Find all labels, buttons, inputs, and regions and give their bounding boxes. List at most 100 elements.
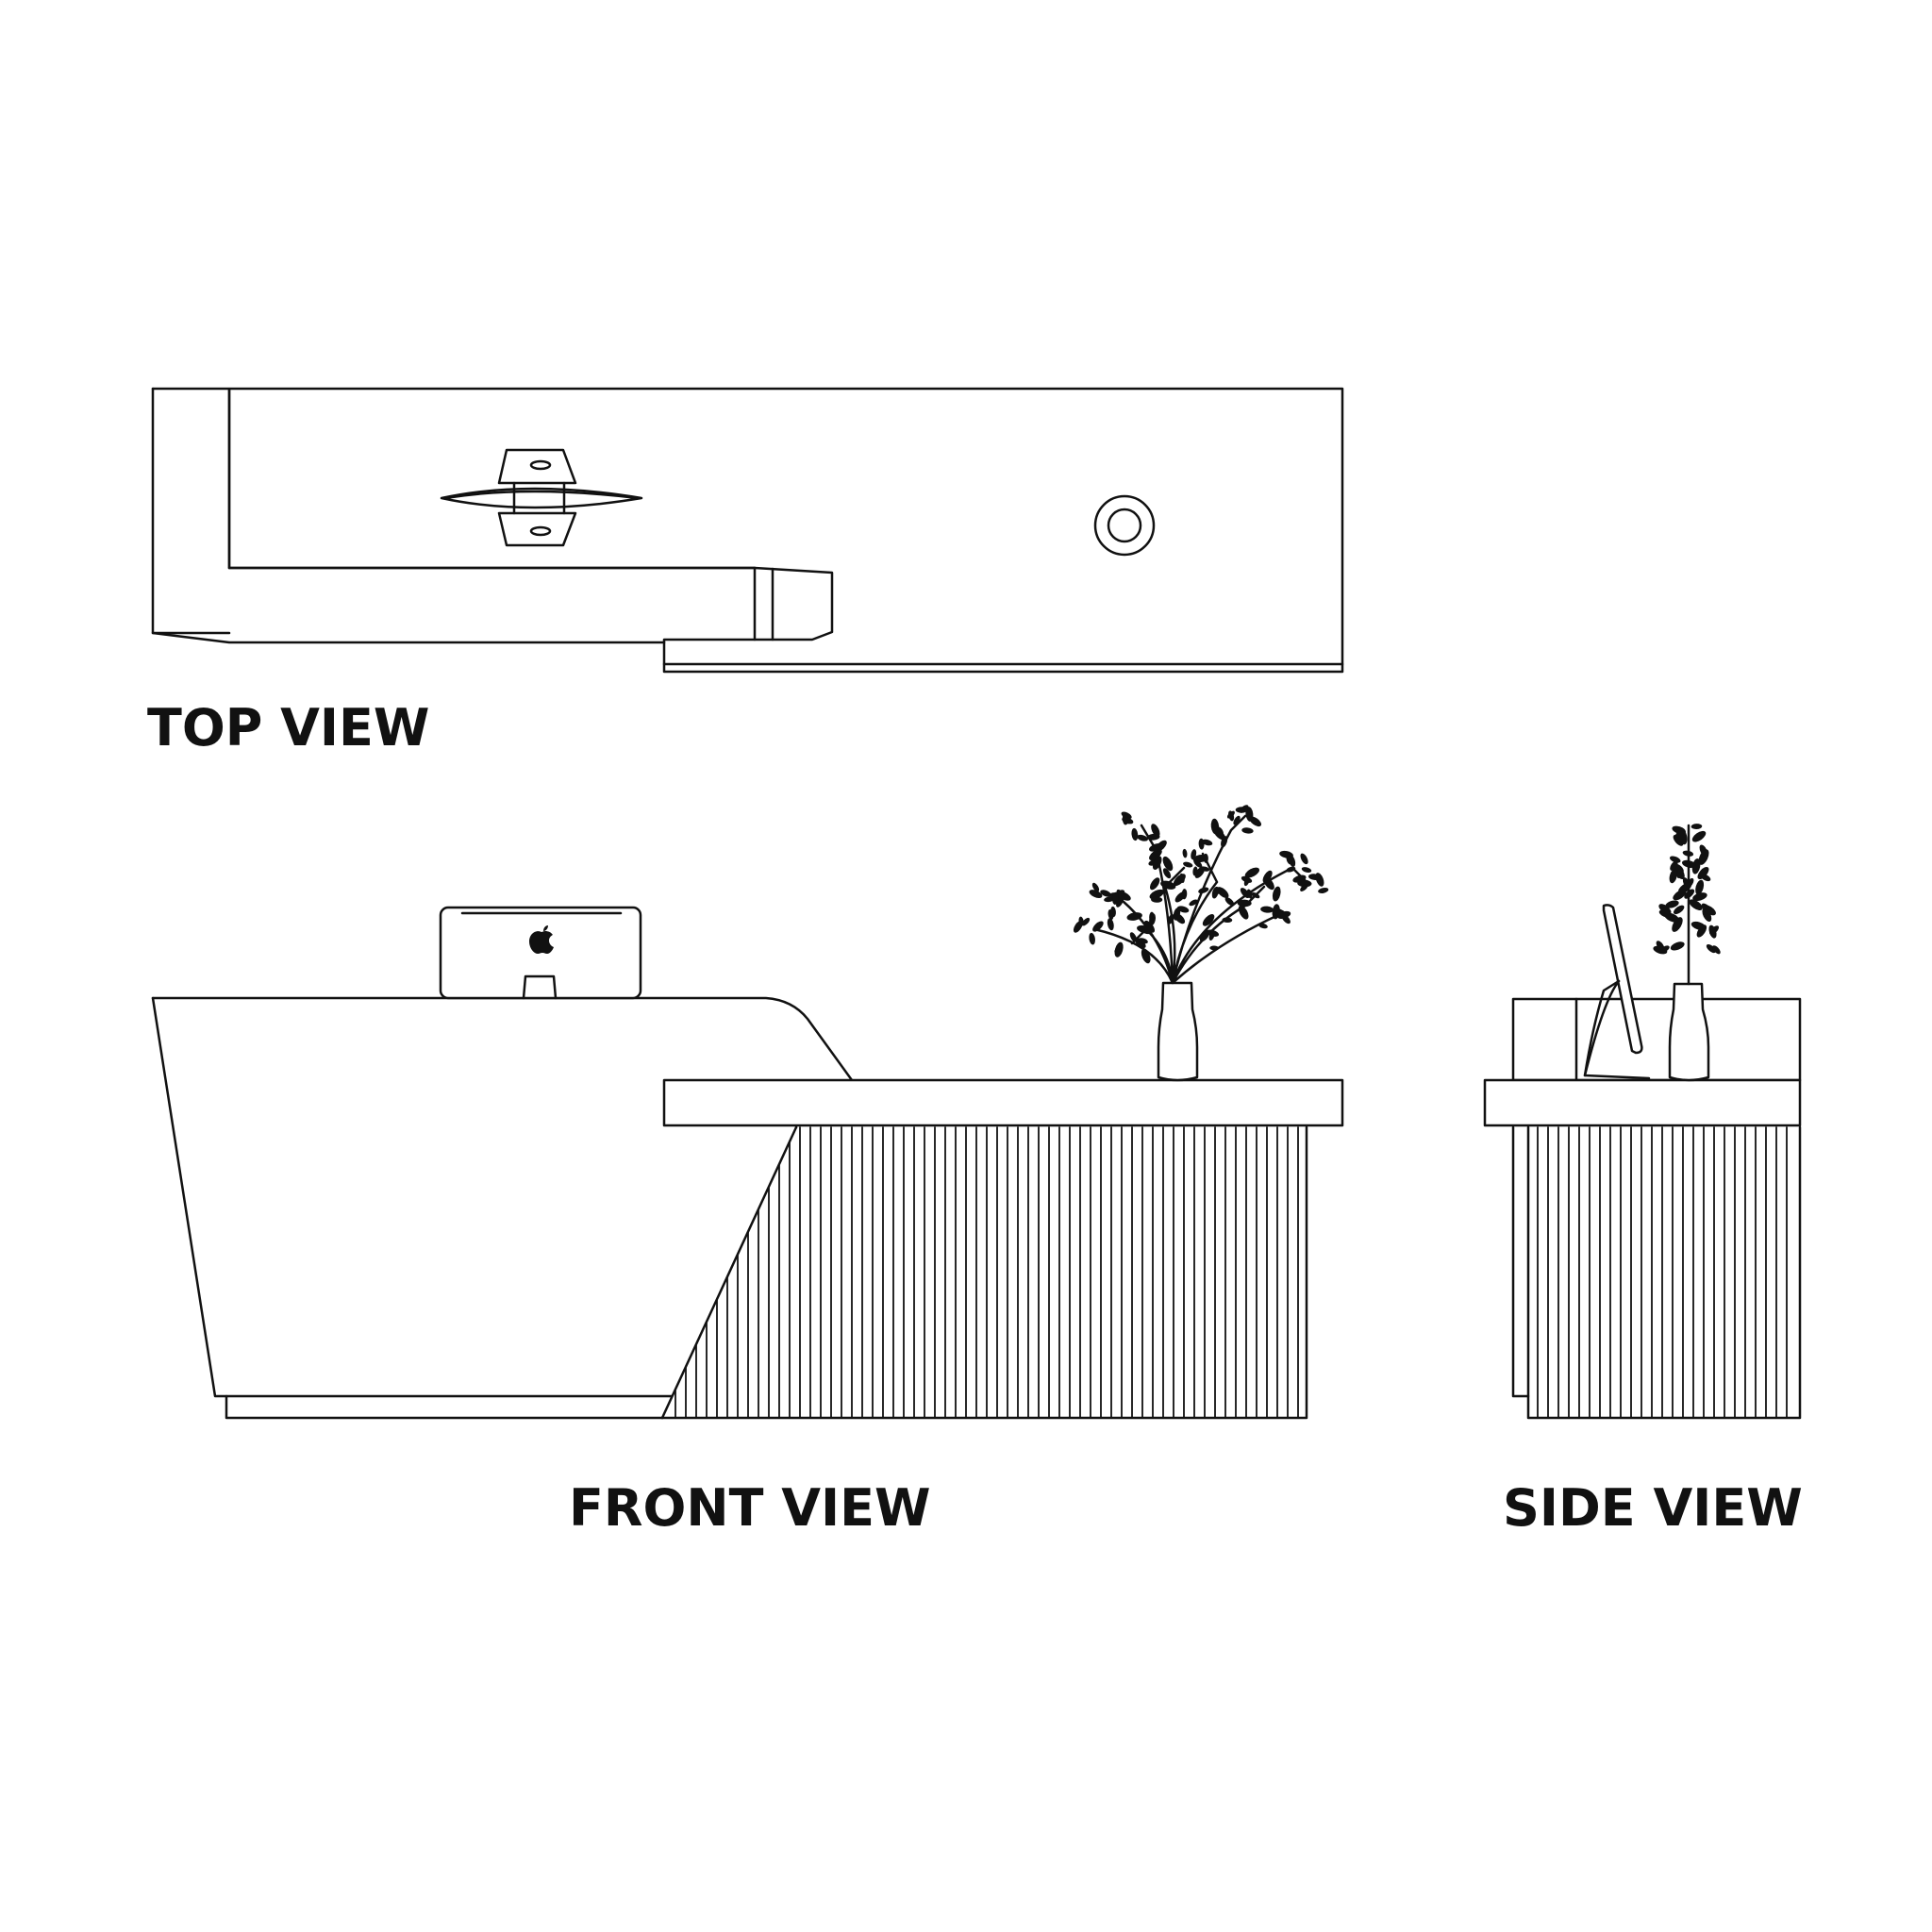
leaf-mark: [1107, 918, 1114, 931]
leaf-mark: [1238, 905, 1249, 920]
leaf-mark: [1315, 873, 1324, 887]
leaf-mark: [1682, 859, 1696, 869]
apple-logo-icon: [529, 925, 554, 954]
leaf-mark: [1233, 815, 1241, 825]
leaf-mark: [1198, 887, 1209, 894]
leaf-mark: [1664, 912, 1679, 923]
side-view-slats: [1538, 1127, 1787, 1418]
side-view-upper-panel: [1513, 999, 1800, 1080]
leaf-mark: [1174, 912, 1186, 924]
leaf-mark: [1213, 888, 1224, 895]
leaf-mark: [1110, 906, 1116, 918]
leaf-mark: [1695, 879, 1705, 895]
leaf-mark: [1684, 889, 1695, 899]
leaf-mark: [1708, 924, 1717, 939]
leaf-mark: [1224, 897, 1235, 907]
leaf-mark: [1192, 866, 1198, 876]
front-view-monitor: [441, 908, 641, 998]
leaf-mark: [1712, 945, 1721, 955]
leaf-mark: [1121, 811, 1132, 820]
leaf-mark: [1207, 929, 1220, 937]
leaf-mark: [1260, 906, 1274, 913]
leaf-mark: [1700, 874, 1711, 882]
front-view-plinth: [226, 1396, 662, 1418]
leaf-mark: [1277, 910, 1291, 920]
leaf-mark: [1167, 913, 1174, 924]
leaf-mark: [1279, 850, 1293, 858]
side-view-plant: [1653, 824, 1721, 1080]
leaf-mark: [1318, 887, 1329, 893]
leaf-mark: [1300, 853, 1308, 865]
top-view-label: TOP VIEW: [147, 698, 430, 758]
leaf-mark: [1251, 891, 1260, 899]
front-view-high-counter-side: [153, 998, 672, 1396]
leaf-mark: [1658, 904, 1672, 915]
leaf-mark: [1162, 856, 1174, 872]
leaf-mark: [1209, 945, 1220, 951]
leaf-mark: [1183, 861, 1193, 868]
leaf-mark: [1179, 873, 1185, 883]
leaf-mark: [1300, 884, 1308, 891]
leaf-mark: [1150, 877, 1160, 891]
leaf-mark: [1141, 948, 1151, 964]
leaf-mark: [1241, 827, 1254, 834]
leaf-mark: [1149, 849, 1162, 861]
leaf-mark: [1272, 886, 1281, 902]
leaf-mark: [1202, 914, 1215, 926]
leaf-mark: [1673, 905, 1685, 915]
leaf-mark: [1160, 880, 1176, 890]
side-view-base-outline: [1528, 1127, 1800, 1418]
leaf-mark: [1690, 921, 1707, 930]
leaf-mark: [1241, 875, 1253, 883]
leaf-mark: [1149, 889, 1164, 900]
leaf-mark: [1200, 866, 1210, 872]
leaf-mark: [1665, 900, 1679, 908]
leaf-mark: [1691, 858, 1701, 874]
leaf-mark: [1116, 889, 1124, 900]
leaf-mark: [1226, 810, 1235, 819]
leaf-mark: [1149, 842, 1163, 852]
leaf-mark: [1690, 824, 1703, 829]
front-view-high-counter: [153, 998, 852, 1080]
leaf-mark: [1244, 867, 1259, 878]
leaf-mark: [1235, 807, 1248, 813]
leaf-mark: [1199, 929, 1210, 942]
leaf-mark: [1149, 913, 1156, 926]
leaf-mark: [1192, 855, 1208, 863]
leaf-mark: [1126, 912, 1142, 921]
leaf-mark: [1692, 892, 1707, 902]
leaf-mark: [1112, 891, 1119, 905]
front-view-drawing: [153, 805, 1342, 1418]
leaf-mark: [1659, 945, 1670, 953]
leaf-mark: [1286, 866, 1296, 873]
plant-leaves: [1073, 805, 1329, 964]
leaf-mark: [1189, 899, 1198, 907]
leaf-mark: [1669, 869, 1677, 884]
top-view-vase: [1095, 496, 1154, 555]
leaf-mark: [1151, 896, 1163, 903]
leaf-mark: [1089, 932, 1095, 945]
leaf-mark: [1201, 839, 1213, 846]
leaf-mark: [1246, 889, 1253, 899]
side-view-worktop: [1485, 1080, 1800, 1125]
top-view-drawing: [153, 389, 1342, 672]
leaf-mark: [1262, 870, 1273, 883]
leaf-mark: [1137, 834, 1148, 841]
plant-leaves-side: [1653, 824, 1721, 955]
leaf-mark: [1676, 868, 1683, 878]
leaf-mark: [1672, 917, 1683, 932]
leaf-mark: [1222, 917, 1233, 923]
leaf-mark: [1670, 856, 1681, 863]
leaf-mark: [1258, 923, 1268, 929]
leaf-mark: [1182, 848, 1188, 858]
leaf-mark: [1286, 855, 1292, 865]
front-view-slant-edge: [662, 1127, 796, 1418]
leaf-mark: [1691, 830, 1707, 842]
leaf-mark: [1221, 836, 1228, 848]
leaf-mark: [1135, 938, 1146, 949]
leaf-mark: [1143, 920, 1156, 933]
front-view-plant: [1073, 805, 1329, 1080]
side-view-plinth: [1513, 1127, 1528, 1396]
leaf-mark: [1292, 874, 1307, 883]
